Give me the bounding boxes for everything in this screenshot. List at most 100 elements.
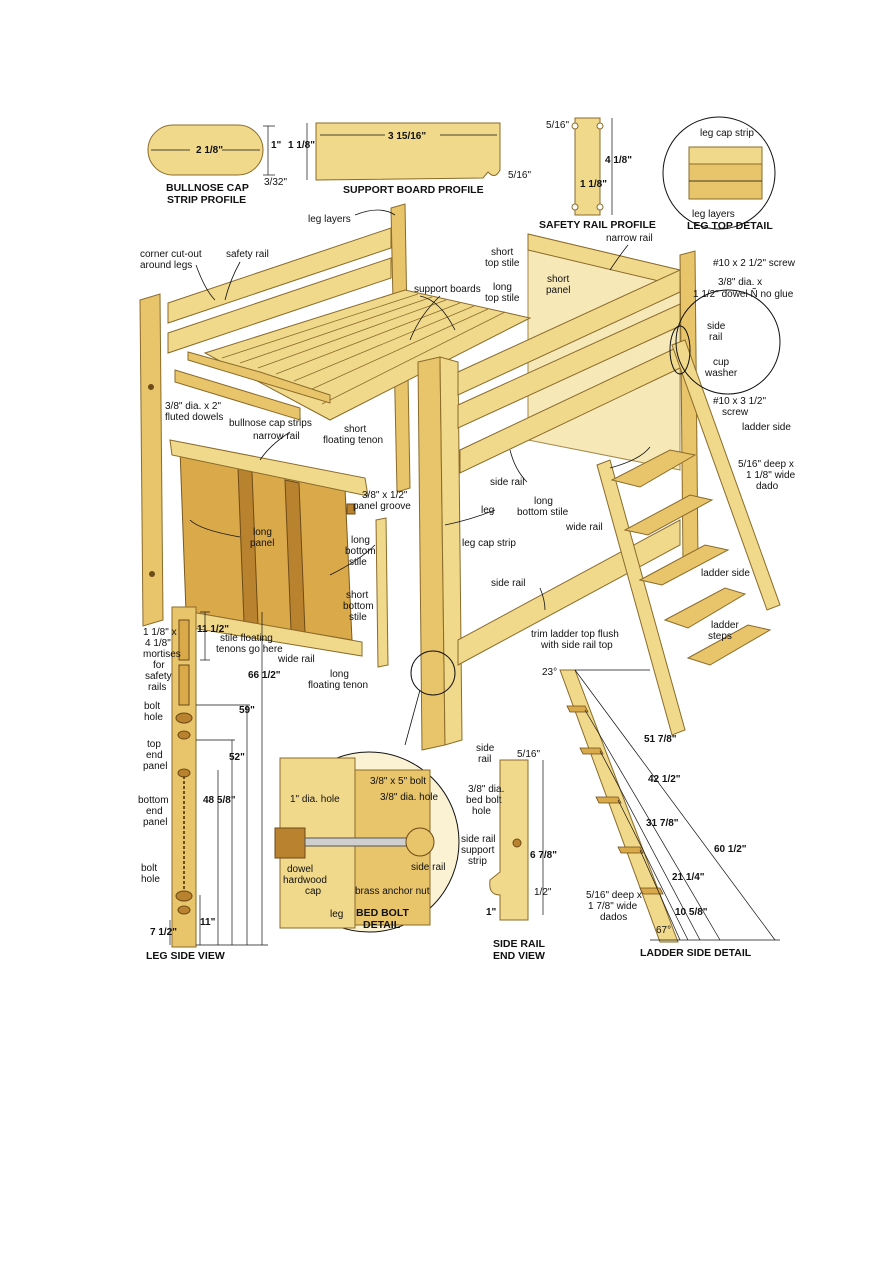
lbl-stile-float-2: tenons go here: [216, 644, 283, 655]
lbl-wide-rail-r: wide rail: [565, 522, 603, 533]
bullnose-profile: 2 1/8" 1" 3/32" BULLNOSE CAP STRIP PROFI…: [147, 124, 287, 206]
lbl-sbs-2: bottom: [343, 601, 374, 612]
leader-lines: [189, 209, 651, 611]
lbl-long-bottom-1: long: [534, 496, 553, 507]
bullnose-title-1: BULLNOSE CAP: [166, 182, 249, 194]
safety-rail-profile: 4 1/8" 5/16" 1 1/8" SAFETY RAIL PROFILE: [539, 117, 656, 231]
leg-mortise-2: 4 1/8": [145, 638, 171, 649]
support-board-profile: 3 15/16" 1 1/8" 5/16" SUPPORT BOARD PROF…: [288, 122, 531, 196]
bolt-nut: brass anchor nut: [355, 886, 430, 897]
ladder-d51: 51 7/8": [644, 734, 677, 745]
sre-one: 1": [486, 907, 497, 918]
lbl-cup-1: cup: [713, 357, 730, 368]
lbl-leg-layers: leg layers: [308, 214, 351, 225]
lbl-side-rail-mid: side rail: [490, 477, 524, 488]
leg-mortise-1: 1 1/8" x: [143, 627, 177, 638]
bolt-title-2: DETAIL: [363, 919, 401, 931]
ladder-dado-1: 5/16" deep x: [586, 890, 642, 901]
lbl-long-panel-2: panel: [250, 538, 274, 549]
support-board-title: SUPPORT BOARD PROFILE: [343, 184, 484, 196]
ladder-dado-3: dados: [600, 912, 627, 923]
lbl-long-float-2: floating tenon: [308, 680, 368, 691]
lbl-lbs-2: bottom: [345, 546, 376, 557]
sre-strip-1: side rail: [461, 834, 495, 845]
leg-dim-52: 52": [229, 752, 245, 763]
leg-top-cap-label: leg cap strip: [700, 128, 754, 139]
lbl-wide-rail: wide rail: [277, 654, 315, 665]
leg-mortise-4: for: [153, 660, 165, 671]
sre-top: 5/16": [517, 749, 540, 760]
bullnose-title-2: STRIP PROFILE: [167, 194, 246, 206]
support-board-notch: 5/16": [508, 170, 531, 181]
leg-bolt-hole-2b: hole: [141, 874, 160, 885]
sre-strip-3: strip: [468, 856, 487, 867]
safety-rail-top: 5/16": [546, 120, 569, 131]
bullnose-height: 1": [271, 140, 282, 151]
leg-bolt-hole-2: bolt: [141, 863, 157, 874]
support-board-height: 1 1/8": [288, 140, 315, 151]
lbl-leg: leg: [481, 505, 494, 516]
lbl-bullnose-strips: bullnose cap strips: [229, 418, 312, 429]
lbl-lbs-3: stile: [349, 557, 367, 568]
main-labels: leg layers corner cut-out around legs sa…: [140, 214, 796, 691]
leg-top-detail: leg cap strip leg layers LEG TOP DETAIL: [662, 116, 776, 232]
lbl-trim-1: trim ladder top flush: [531, 629, 619, 640]
ladder-d10: 10 5/8": [675, 907, 708, 918]
lbl-dado-3: dado: [756, 481, 779, 492]
bolt-label: 3/8" x 5" bolt: [370, 776, 426, 787]
lbl-short-top-2: top stile: [485, 258, 520, 269]
lbl-ladder-side: ladder side: [701, 568, 750, 579]
bolt-38-hole: 3/8" dia. hole: [380, 792, 438, 803]
sre-side-1: side: [476, 743, 495, 754]
sre-side-2: rail: [478, 754, 491, 765]
leg-top-end-2: end: [146, 750, 163, 761]
bolt-title-1: BED BOLT: [356, 907, 409, 919]
ladder-dado-2: 1 7/8" wide: [588, 901, 638, 912]
leg-mortise-6: rails: [148, 682, 166, 693]
bolt-1in-hole: 1" dia. hole: [290, 794, 340, 805]
lbl-screw-bot-2: screw: [722, 407, 749, 418]
bullnose-offset: 3/32": [264, 177, 287, 188]
lbl-sbs-1: short: [346, 590, 368, 601]
sre-half: 1/2": [534, 887, 552, 898]
lbl-leg-cap-strip: leg cap strip: [462, 538, 516, 549]
bolt-dowel-1: dowel: [287, 864, 313, 875]
leg-dim-11: 11": [200, 917, 216, 928]
leg-dim-59: 59": [239, 705, 255, 716]
leg-side-title: LEG SIDE VIEW: [146, 950, 225, 962]
lbl-panel-groove-2: panel groove: [353, 501, 411, 512]
sre-title-1: SIDE RAIL: [493, 938, 546, 950]
ladder-angle-bot: 67°: [656, 925, 671, 936]
lbl-short-panel-2: panel: [546, 285, 570, 296]
sre-strip-2: support: [461, 845, 495, 856]
lbl-short-float-1: short: [344, 424, 366, 435]
sre-height: 6 7/8": [530, 850, 557, 861]
lbl-long-panel-1: long: [253, 527, 272, 538]
bed-assembly: [139, 203, 781, 751]
leg-bolt-hole-1b: hole: [144, 712, 163, 723]
sre-title-2: END VIEW: [493, 950, 545, 962]
lbl-long-bottom-2: bottom stile: [517, 507, 569, 518]
ladder-side-detail: 23° 51 7/8" 42 1/2" 31 7/8" 60 1/2" 21 1…: [542, 667, 780, 959]
bed-bolt-detail: 1" dia. hole 3/8" x 5" bolt 3/8" dia. ho…: [274, 689, 460, 933]
safety-rail-width: 1 1/8": [580, 179, 607, 190]
sre-bolt-3: hole: [472, 806, 491, 817]
lbl-ladder-side-top: ladder side: [742, 422, 791, 433]
bolt-dowel-2: hardwood: [283, 875, 327, 886]
lbl-ladder-steps-1: ladder: [711, 620, 739, 631]
lbl-long-top-2: top stile: [485, 293, 520, 304]
leg-bottom-end-1: bottom: [138, 795, 169, 806]
leg-bolt-hole-1: bolt: [144, 701, 160, 712]
leg-bottom-end-2: end: [146, 806, 163, 817]
lbl-dado-2: 1 1/8" wide: [746, 470, 796, 481]
lbl-side-rail-s2: rail: [709, 332, 722, 343]
leg-top-end-1: top: [147, 739, 161, 750]
lbl-long-float-1: long: [330, 669, 349, 680]
ladder-d21: 21 1/4": [672, 872, 705, 883]
safety-rail-height: 4 1/8": [605, 155, 632, 166]
leg-dim-7: 7 1/2": [150, 927, 177, 938]
leg-bottom-end-3: panel: [143, 817, 167, 828]
leg-top-layers-label: leg layers: [692, 209, 735, 220]
bolt-leg: leg: [330, 909, 343, 920]
lbl-narrow-rail-top: narrow rail: [606, 233, 653, 244]
